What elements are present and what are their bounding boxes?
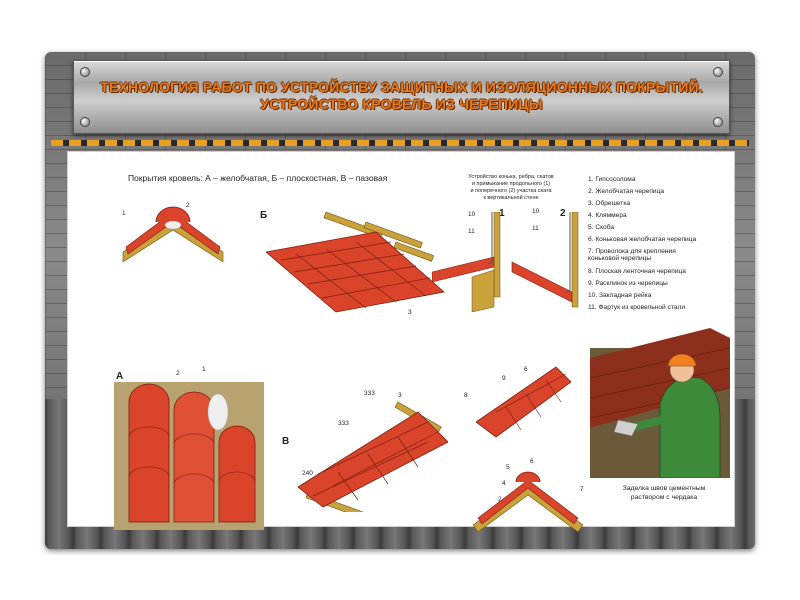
legend-item: 9. Расклинок из черепицы [588,280,668,287]
legend-item: 10. Закладная рейка [588,292,652,299]
roof-types-caption: Покрытия кровель: А – желобчатая, Б – пл… [128,173,388,183]
legend-list: 1. Гипсосолома 2. Желобчатая черепица 3.… [588,174,728,314]
label-6-a: 6 [524,366,528,373]
dimension-333-b: 333 [364,390,375,397]
ridge-caption-1: Устройство конька, ребра, скатов [468,174,554,180]
legend-item: 7. Проволока для крепления [588,248,676,255]
legend-item: коньковой черепицы [588,255,652,262]
poster-title: Технология работ по устройству защитных … [74,79,729,113]
plain-tile-illustration [266,212,445,313]
letter-a: А [116,371,124,382]
label-11-b: 11 [532,225,539,232]
worker-caption-1: Заделка швов цементным [622,485,706,492]
ridge-caption-3: и поперечного (2) участка ската [470,188,552,194]
legend-item: 3. Обрешетка [588,200,631,207]
worker-caption: Заделка швов цементным раствором с черда… [620,484,708,502]
letter-b: Б [260,210,268,221]
ridge-cross-section-illustration [472,471,584,533]
detail-1-number: 1 [499,208,505,219]
title-line-1: Технология работ по устройству защитных … [100,79,703,95]
content-panel: Покрытия кровель: А – желобчатая, Б – пл… [67,151,735,533]
label-3: 3 [408,309,412,316]
interlocking-tile-illustration [297,401,448,512]
legend-item: 4. Кляммера [588,212,627,219]
label-9: 9 [502,375,506,382]
dimension-240: 240 [302,470,313,477]
label-1: 1 [122,210,126,217]
label-2-b: 2 [498,496,502,503]
detail-2-number: 2 [560,208,566,219]
rib-illustration [476,366,572,438]
label-5: 5 [506,464,510,471]
screw-icon [713,117,723,127]
label-6-b: 6 [530,458,534,465]
legend-item: 8. Плоская ленточная черепица [588,268,686,275]
s-tile-illustration [114,382,264,530]
legend-item: 6. Коньковая желобчатая черепица [588,236,697,243]
hazard-stripe [51,140,749,146]
title-plate: Технология работ по устройству защитных … [73,60,730,134]
label-2-a: 2 [176,370,180,377]
ridge-caption-4: к вертикальной стене [483,195,539,201]
worker-illustration [590,328,730,478]
wall-junction-illustration [432,212,579,312]
label-7: 7 [580,486,584,493]
worker-caption-2: раствором с чердака [630,494,698,501]
poster-frame: Технология работ по устройству защитных … [45,52,755,549]
label-2: 2 [186,202,190,209]
dimension-333-a: 333 [338,420,349,427]
screw-icon [713,67,723,77]
label-3-b: 3 [398,392,402,399]
screw-icon [80,117,90,127]
legend-item: 11. Фартук из кровельной стали [588,304,685,311]
label-10-a: 10 [468,211,476,218]
legend-item: 1. Гипсосолома [588,176,636,183]
title-line-2: Устройство кровель из черепицы [260,96,543,112]
ridge-section-illustration [122,206,224,263]
label-4: 4 [502,480,506,487]
ridge-caption: Устройство конька, ребра, скатов и примы… [451,174,571,202]
label-10-b: 10 [532,208,540,215]
label-1-a: 1 [202,366,206,373]
label-8-b: 8 [464,392,468,399]
screw-icon [80,67,90,77]
label-11-a: 11 [468,228,475,235]
legend-item: 5. Скоба [588,224,615,231]
letter-v: В [282,436,290,447]
ridge-caption-2: и примыкание продольного (1) [471,181,551,187]
legend-item: 2. Желобчатая черепица [588,188,665,195]
